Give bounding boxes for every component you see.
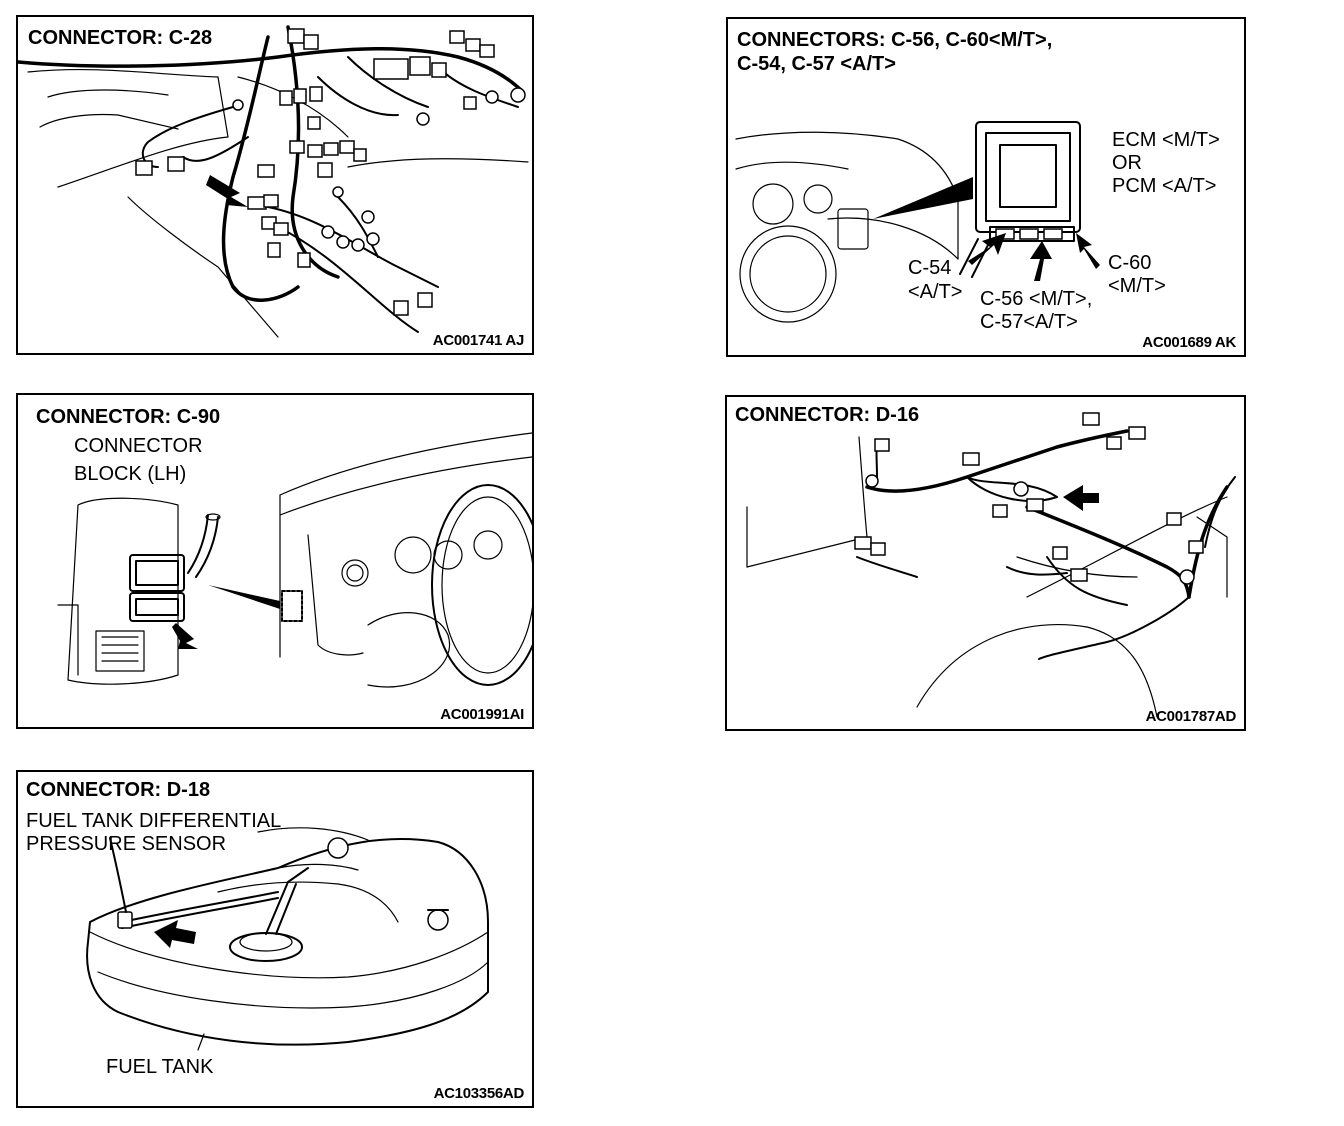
panel-title-line2: C-54, C-57 <A/T> [737, 53, 896, 75]
c90-connector-block-illustration [57, 432, 532, 688]
ecm-label-line3: PCM <A/T> [1112, 175, 1217, 197]
c60-label-line1: C-60 [1108, 252, 1152, 274]
figure-code: AC001991AI [440, 706, 524, 723]
panel-title: CONNECTOR: C-28 [28, 27, 213, 49]
c56-label-line2: C-57<A/T> [980, 311, 1078, 333]
panel-connector-c90: CONNECTOR: C-90 CONNECTOR BLOCK (LH) AC0… [16, 393, 534, 729]
ecm-location-illustration [735, 121, 1100, 323]
c60-label-line2: <M/T> [1108, 275, 1166, 297]
c54-label-line2: <A/T> [908, 281, 963, 303]
connector-block-label-line2: BLOCK (LH) [74, 463, 187, 485]
d16-harness-illustration [746, 412, 1236, 718]
panel-connector-d18: CONNECTOR: D-18 FUEL TANK DIFFERENTIAL P… [16, 770, 534, 1108]
ecm-label-line1: ECM <M/T> [1112, 129, 1220, 151]
panel-connector-c28: CONNECTOR: C-28 AC001741 AJ [16, 15, 534, 355]
panel-title: CONNECTOR: D-18 [26, 779, 211, 801]
figure-code: AC103356AD [433, 1085, 525, 1102]
c54-label-line1: C-54 [908, 257, 952, 279]
fuel-tank-label: FUEL TANK [106, 1056, 214, 1078]
panel-connectors-c56-c60-c54-c57: CONNECTORS: C-56, C-60<M/T>, C-54, C-57 … [726, 17, 1246, 357]
figure-code: AC001689 AK [1142, 334, 1236, 351]
sensor-label-line1: FUEL TANK DIFFERENTIAL [26, 810, 282, 832]
figure-code: AC001741 AJ [432, 332, 525, 349]
c56-label-line1: C-56 <M/T>, [980, 288, 1093, 310]
connector-block-label-line1: CONNECTOR [74, 435, 203, 457]
panel-title: CONNECTOR: D-16 [735, 404, 920, 426]
fuel-tank-illustration [86, 827, 489, 1051]
ecm-label-line2: OR [1112, 152, 1142, 174]
sensor-label-line2: PRESSURE SENSOR [26, 833, 227, 855]
c28-harness-illustration [18, 25, 529, 338]
panel-title-line1: CONNECTORS: C-56, C-60<M/T>, [737, 29, 1053, 51]
figure-code: AC001787AD [1145, 708, 1237, 725]
panel-title: CONNECTOR: C-90 [36, 406, 221, 428]
panel-connector-d16: CONNECTOR: D-16 AC001787AD [725, 395, 1246, 731]
